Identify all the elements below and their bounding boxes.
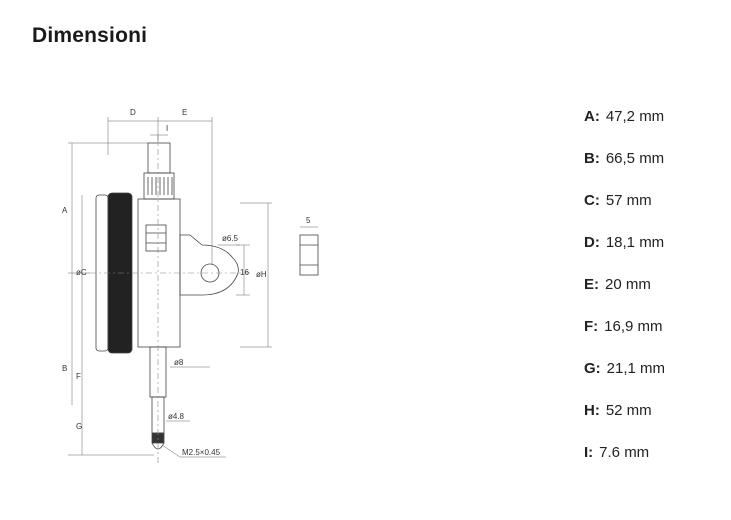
dim-key: H: (584, 401, 600, 419)
dial-gauge-drawing: D E I A øC B F G øH ø6.5 16 5 ø8 ø4.8 M2… (62, 108, 319, 465)
label-stem: ø8 (174, 358, 184, 367)
back-lug (179, 234, 239, 296)
dim-key: D: (584, 233, 600, 251)
window (145, 224, 167, 252)
label-tip: ø4.8 (168, 412, 185, 421)
dim-value: 21,1 mm (606, 359, 666, 377)
dim-key: G: (584, 359, 601, 377)
label-16: 16 (240, 268, 249, 277)
label-f: F (76, 372, 81, 381)
dim-row-d: D: 18,1 mm (584, 221, 724, 263)
dim-row-i: I: 7.6 mm (584, 431, 724, 473)
dim-value: 57 mm (605, 191, 652, 209)
dim-row-e: E: 20 mm (584, 263, 724, 305)
label-e: E (182, 108, 187, 117)
crown-grip (143, 172, 175, 200)
label-g: G (76, 422, 82, 431)
dim-value: 66,5 mm (605, 149, 665, 167)
label-h: øH (256, 270, 267, 279)
dim-value: 52 mm (605, 401, 652, 419)
label-thread: M2.5×0.45 (182, 448, 221, 457)
dimensions-list: A: 47,2 mm B: 66,5 mm C: 57 mm D: 18,1 mm E:… (584, 95, 724, 473)
label-hole: ø6.5 (222, 234, 239, 243)
gauge-body (137, 198, 181, 348)
dim-key: B: (584, 149, 600, 167)
label-a: A (62, 206, 68, 215)
label-b: B (62, 364, 67, 373)
page-title: Dimensioni (32, 24, 148, 47)
label-d: D (130, 108, 136, 117)
dim-value: 7.6 mm (599, 443, 650, 461)
label-c: øC (76, 268, 87, 277)
dim-value: 16,9 mm (604, 317, 663, 335)
dim-key: F: (584, 317, 599, 335)
dim-row-g: G: 21,1 mm (584, 347, 724, 389)
dim-key: E: (584, 275, 599, 293)
dim-row-h: H: 52 mm (584, 389, 724, 431)
dim-key: C: (584, 191, 600, 209)
dim-row-c: C: 57 mm (584, 179, 724, 221)
lug-side (299, 234, 319, 276)
dim-value: 18,1 mm (605, 233, 665, 251)
label-thickness: 5 (306, 216, 311, 225)
dim-value: 47,2 mm (605, 107, 665, 125)
technical-drawing: D E I A øC B F G øH ø6.5 16 5 ø8 ø4.8 M2… (50, 95, 350, 475)
label-i: I (166, 124, 168, 133)
dim-value: 20 mm (605, 275, 651, 293)
crown-knob (147, 142, 171, 174)
dim-key: I: (584, 443, 594, 461)
dim-key: A: (584, 107, 600, 125)
dim-row-b: B: 66,5 mm (584, 137, 724, 179)
dim-row-f: F: 16,9 mm (584, 305, 724, 347)
dim-row-a: A: 47,2 mm (584, 95, 724, 137)
